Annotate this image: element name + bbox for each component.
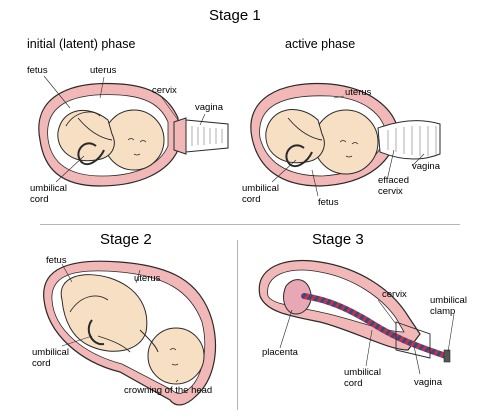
latent-phase-figure (38, 75, 229, 187)
label-fetus: fetus (318, 197, 339, 208)
fetus-arm (77, 117, 113, 141)
label-umbilical: umbilical (30, 183, 67, 194)
fetus-body (60, 274, 148, 352)
fetus-arm (287, 117, 323, 141)
stage-2-title: Stage 2 (100, 231, 152, 248)
label-effaced: effaced (378, 175, 409, 186)
label-umbilical: umbilical (32, 347, 69, 358)
vagina (395, 321, 431, 359)
label-uterus: uterus (345, 87, 372, 98)
stage-3-figure (258, 259, 455, 375)
label-uterus: uterus (134, 273, 161, 284)
umbilical-clamp (443, 349, 451, 363)
active-phase-title: active phase (285, 37, 356, 51)
fetus-body (265, 109, 325, 164)
fetus-leg (69, 295, 109, 313)
label-vagina: vagina (195, 102, 223, 113)
label-umbilical-clamp-line1: umbilical (430, 295, 467, 306)
label-cord: cord (344, 378, 363, 389)
label-placenta: placenta (262, 347, 298, 358)
fetus-neck (139, 329, 159, 353)
label-vagina: vagina (414, 377, 442, 388)
label-uterus: uterus (90, 65, 117, 76)
label-vagina: vagina (412, 161, 440, 172)
latent-phase-title: initial (latent) phase (27, 37, 136, 51)
cervix (173, 117, 187, 155)
stage-1-title: Stage 1 (209, 7, 261, 24)
label-fetus: fetus (27, 65, 48, 76)
label-umbilical: umbilical (344, 367, 381, 378)
label-umbilical: umbilical (242, 183, 279, 194)
label-cervix: cervix (382, 289, 407, 300)
active-phase-figure (250, 82, 441, 197)
vagina (185, 119, 229, 153)
fetus-body (57, 110, 115, 162)
label-cervix: cervix (152, 85, 177, 96)
label-crowning: crowning of the head (124, 385, 213, 396)
label-cord: cord (30, 194, 49, 205)
stage-2-figure (43, 260, 217, 406)
fetus-leg (65, 111, 101, 127)
label-effaced-cervix: cervix (378, 186, 403, 197)
label-cord: cord (242, 194, 261, 205)
horizontal-divider (40, 224, 460, 225)
stage-3-title: Stage 3 (312, 231, 364, 248)
fetus-arm (97, 335, 131, 353)
umbilical-cord (285, 144, 313, 168)
umbilical-cord (301, 293, 449, 359)
placenta (283, 279, 312, 315)
vertical-divider (237, 240, 238, 410)
fetus-head (147, 327, 205, 385)
effaced-cervix (377, 120, 441, 160)
label-umbilical-clamp-line2: clamp (430, 306, 456, 317)
label-cord: cord (32, 358, 51, 369)
label-fetus: fetus (46, 255, 67, 266)
